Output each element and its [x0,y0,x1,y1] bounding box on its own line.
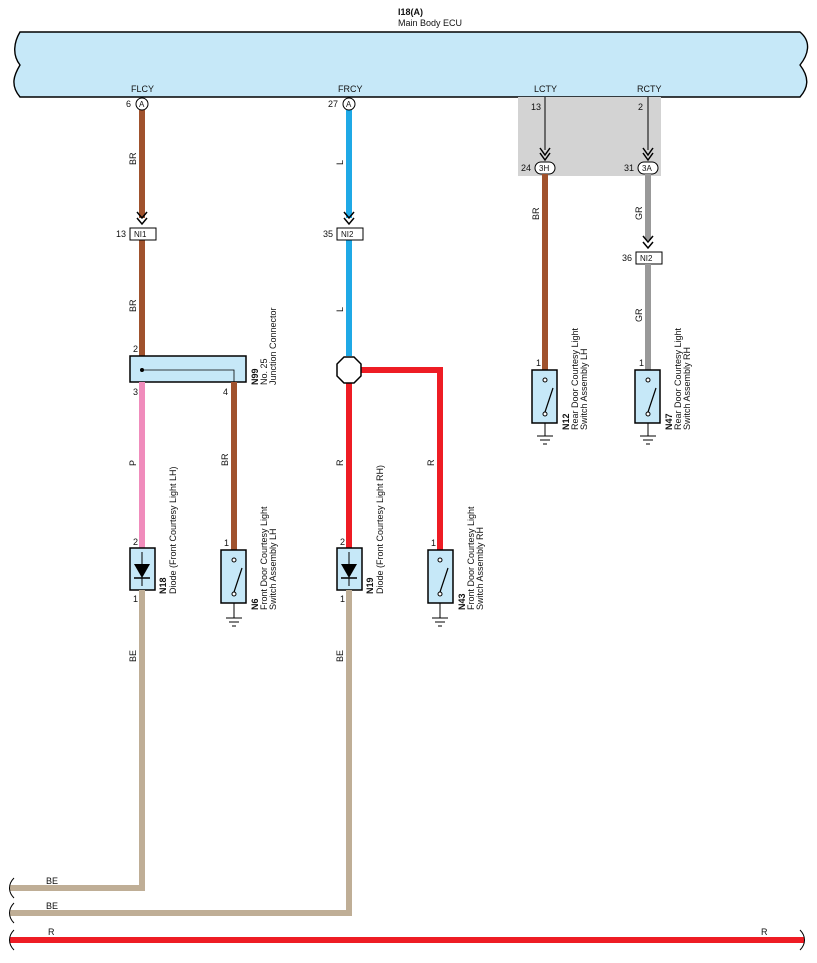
pin-frcy-conn: A [346,100,352,109]
n18-pin-top: 2 [133,537,138,547]
n6-line1: Front Door Courtesy Light [259,506,269,610]
wire-l-1: L [335,160,345,165]
pin-frcy-label: FRCY [338,84,363,94]
ni2b-num: 36 [622,253,632,263]
n47-pin: 1 [639,358,644,368]
n18-code: N18 [158,577,168,594]
n43-pin: 1 [431,538,436,548]
n12-pin: 1 [536,358,541,368]
bus-be-1: BE [46,876,58,886]
n18-pin-bottom: 1 [133,594,138,604]
n43-code: N43 [457,593,467,610]
n99-pin-out2: 4 [223,387,228,397]
n12-line2: Switch Assembly LH [579,348,589,430]
junction-ni1 [129,227,157,241]
n19-pin-top: 2 [340,537,345,547]
pin-flcy-label: FLCY [131,84,154,94]
ni2a-num: 35 [323,229,333,239]
pin-flcy-conn: A [139,100,145,109]
main-body-ecu [13,31,809,98]
n19-code: N19 [365,577,375,594]
ni1-code: NI1 [134,230,147,239]
j3h-num: 24 [521,163,531,173]
ecu-code: I18(A) [398,7,423,17]
ni2a-code: NI2 [341,230,354,239]
bus-r-left: R [48,927,55,937]
wire-br-4: BR [531,207,541,220]
j3a-code: 3A [642,164,652,173]
pin-frcy-connector [342,97,356,111]
wire-l-2: L [335,307,345,312]
pin-rcty-label: RCTY [637,84,662,94]
n47-code: N47 [664,413,674,430]
junction-connector-n99 [129,355,247,383]
n47-line2: Switch Assembly RH [682,347,692,430]
bus-be-2: BE [46,901,58,911]
bus-r-right: R [761,927,768,937]
ni1-num: 13 [116,229,126,239]
wire-gr-2: GR [634,308,644,322]
n6-pin: 1 [224,538,229,548]
pin-lcty-label: LCTY [534,84,557,94]
junction-ni2-a [336,227,364,241]
n12-line1: Rear Door Courtesy Light [570,327,580,430]
wire-r-1: R [335,459,345,466]
pin-flcy-connector [135,97,149,111]
wire-be-2: BE [335,650,345,662]
wire-br-1: BR [128,152,138,165]
pin-rcty-num: 2 [638,102,643,112]
pin-lcty-num: 13 [531,102,541,112]
splice-point [336,356,362,384]
n6-line2: Switch Assembly LH [268,528,278,610]
n6-code: N6 [250,598,260,610]
n99-line1: No. 25 [259,358,269,385]
n99-pin-in: 2 [133,344,138,354]
wire-p: P [128,460,138,466]
ecu-name: Main Body ECU [398,18,462,28]
n43-line2: Switch Assembly RH [475,527,485,610]
wire-br-2: BR [128,299,138,312]
n18-line1: Diode (Front Courtesy Light LH) [168,466,178,594]
pin-flcy-num: 6 [126,99,131,109]
pin-frcy-num: 27 [328,99,338,109]
n43-line1: Front Door Courtesy Light [466,506,476,610]
n99-code: N99 [250,368,260,385]
wire-br-3: BR [220,453,230,466]
j3h-code: 3H [539,164,549,173]
wire-r-2: R [426,459,436,466]
ni2b-code: NI2 [640,254,653,263]
n99-pin-out1: 3 [133,387,138,397]
n19-line1: Diode (Front Courtesy Light RH) [375,465,385,594]
n99-line2: Junction Connector [268,307,278,385]
j3a-num: 31 [624,163,634,173]
n19-pin-bottom: 1 [340,594,345,604]
n47-line1: Rear Door Courtesy Light [673,327,683,430]
wire-be-1: BE [128,650,138,662]
n12-code: N12 [561,413,571,430]
wire-gr-1: GR [634,206,644,220]
